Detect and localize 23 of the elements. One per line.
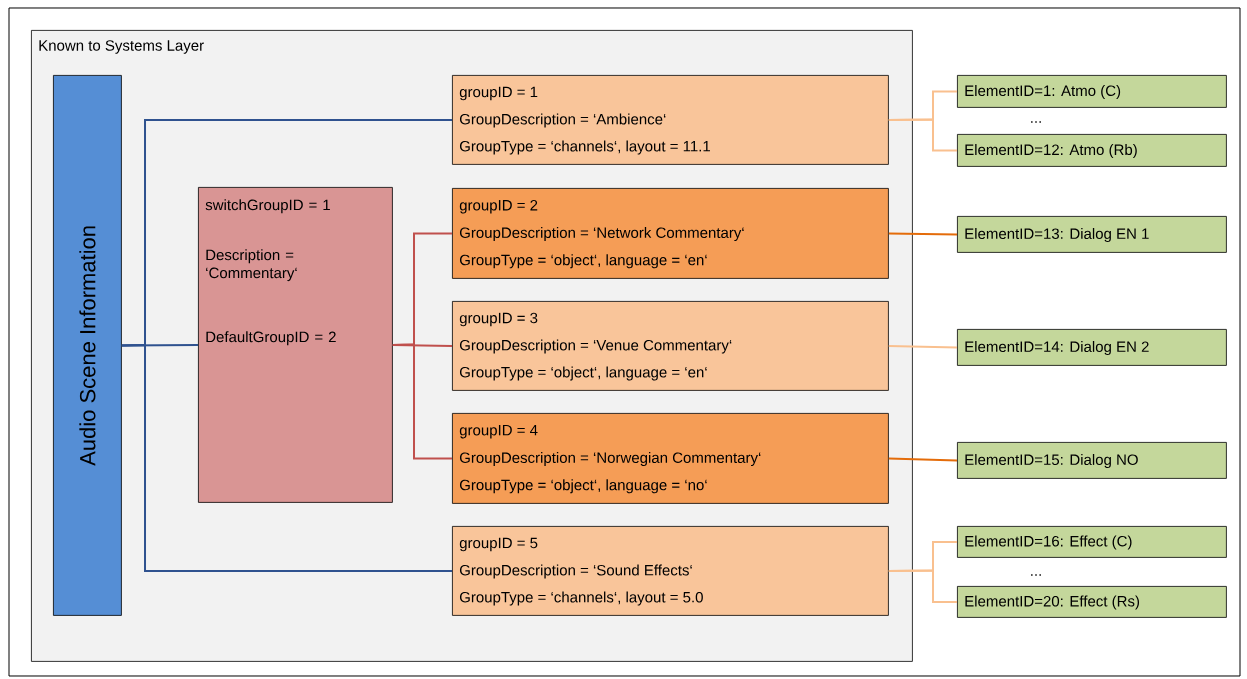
group-box: groupID = 2 GroupDescription = ‘Network Commentary‘ GroupType = ‘object‘, language = ‘en‘ [452,188,889,279]
group-box: groupID = 4 GroupDescription = ‘Norwegian Commentary‘ GroupType = ‘object‘, language = ‘no‘ [452,413,889,504]
element-box: ElementID=16: Effect (C) [957,526,1227,558]
connector-line [887,232,958,236]
element-box: ElementID=14: Dialog EN 2 [957,329,1227,366]
element-box: ElementID=1: Atmo (C) [957,75,1227,108]
connector-line [391,343,453,460]
element-box: ElementID=20: Effect (Rs) [957,586,1227,618]
connector-line [120,343,453,572]
connector-line [887,118,958,152]
element-box: ElementID=13: Dialog EN 1 [957,216,1227,253]
connector-line [887,569,958,603]
scene-bar: Audio Scene Information [53,75,122,616]
element-box: ElementID=12: Atmo (Rb) [957,134,1227,167]
group-box: groupID = 3 GroupDescription = ‘Venue Commentary‘ GroupType = ‘object‘, language = ‘en‘ [452,301,889,391]
element-box: ElementID=15: Dialog NO [957,442,1227,479]
group-box: groupID = 1 GroupDescription = ‘Ambience‘ GroupType = ‘channels‘, layout = 11.1 [452,75,889,165]
connector-line [887,457,958,462]
ellipsis-label: ... [1031,121,1041,123]
ellipsis-label: ... [1031,574,1041,576]
switch-group-box: switchGroupID = 1 Description = ‘Commentary‘ DefaultGroupID = 2 [198,187,393,503]
connector-line [887,344,958,349]
group-box: groupID = 5 GroupDescription = ‘Sound Effects‘ GroupType = ‘channels‘, layout = 5.0 [452,526,889,616]
